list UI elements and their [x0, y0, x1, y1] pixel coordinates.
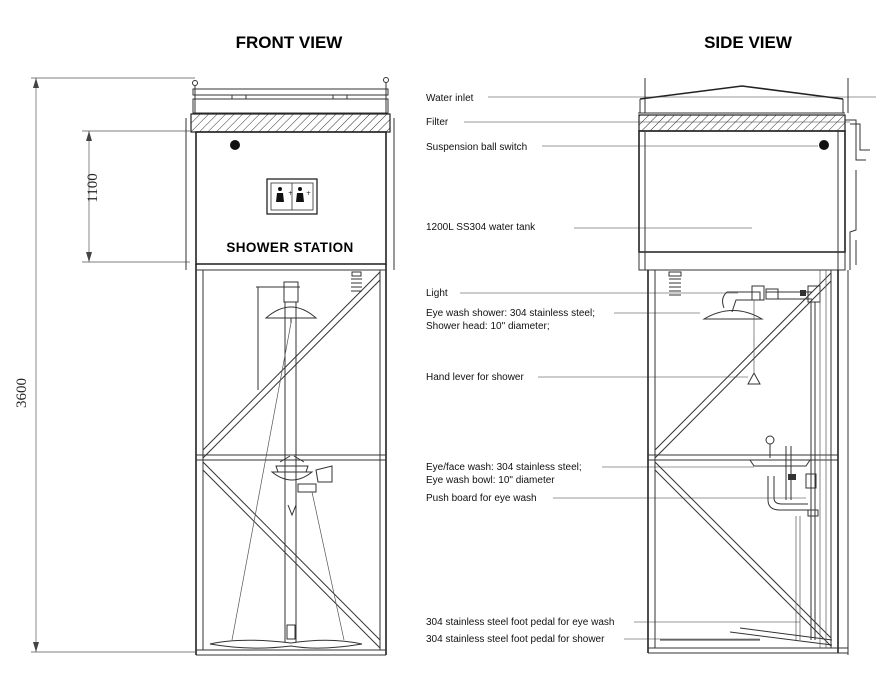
svg-text:Filter: Filter — [426, 117, 449, 128]
side-filter — [638, 114, 846, 132]
front-eyewash — [270, 455, 345, 641]
callout-eye-face-wash: Eye/face wash: 304 stainless steel; Eye … — [426, 462, 754, 486]
svg-text:304 stainless steel foot pedal: 304 stainless steel foot pedal for eye w… — [426, 617, 614, 628]
front-tank — [185, 118, 395, 270]
front-roof — [192, 77, 389, 114]
side-light — [668, 271, 682, 296]
side-view-title: SIDE VIEW — [704, 33, 793, 52]
callout-suspension-ball-switch: Suspension ball switch — [426, 142, 818, 153]
callout-push-board: Push board for eye wash — [426, 493, 806, 504]
svg-text:Push board for eye wash: Push board for eye wash — [426, 493, 537, 504]
svg-text:Eye wash shower: 304 stainless: Eye wash shower: 304 stainless steel; — [426, 308, 595, 319]
side-view — [638, 78, 870, 655]
shower-station-label: SHOWER STATION — [226, 240, 353, 255]
front-shower — [231, 281, 318, 642]
side-ball-switch — [819, 140, 829, 150]
side-tank — [638, 119, 870, 271]
front-light — [351, 271, 362, 292]
front-view-title: FRONT VIEW — [236, 33, 344, 52]
side-frame — [647, 270, 849, 655]
front-filter — [190, 113, 391, 133]
svg-text:Eye wash bowl: 10" diameter: Eye wash bowl: 10" diameter — [426, 475, 555, 486]
callouts: Water inlet Filter Suspension ball switc… — [426, 93, 876, 645]
svg-text:Suspension ball switch: Suspension ball switch — [426, 142, 527, 153]
svg-text:+: + — [288, 190, 293, 197]
safety-sign: + + — [266, 178, 318, 215]
svg-text:Shower head: 10" diameter;: Shower head: 10" diameter; — [426, 321, 550, 332]
callout-light: Light — [426, 288, 738, 299]
front-pedals — [209, 624, 363, 649]
side-door-lines — [819, 270, 827, 648]
callout-hand-lever: Hand lever for shower — [426, 372, 748, 383]
svg-text:Hand lever for shower: Hand lever for shower — [426, 372, 524, 383]
svg-text:+: + — [306, 190, 311, 197]
svg-text:Water inlet: Water inlet — [426, 93, 474, 104]
callout-water-tank: 1200L SS304 water tank — [426, 222, 752, 233]
dimension-total-label: 3600 — [14, 378, 30, 408]
side-pedals — [660, 627, 833, 646]
ball-switch-indicator — [230, 140, 240, 150]
svg-text:1200L SS304 water tank: 1200L SS304 water tank — [426, 222, 536, 233]
callout-eye-wash-shower: Eye wash shower: 304 stainless steel; Sh… — [426, 308, 700, 332]
side-roof — [638, 78, 849, 114]
dimension-tank-label: 1100 — [85, 173, 101, 202]
side-shower — [702, 285, 821, 640]
dimension-tank: 1100 — [82, 130, 190, 263]
front-view: 3600 1100 — [14, 77, 395, 656]
svg-text:Eye/face wash: 304 stainless s: Eye/face wash: 304 stainless steel; — [426, 462, 582, 473]
callout-filter: Filter — [426, 117, 850, 128]
dimension-total: 3600 — [14, 77, 195, 653]
callout-water-inlet: Water inlet — [426, 93, 876, 104]
side-eyewash — [749, 435, 819, 640]
front-frame — [195, 264, 387, 656]
svg-text:Light: Light — [426, 288, 448, 299]
svg-text:304 stainless steel foot pedal: 304 stainless steel foot pedal for showe… — [426, 634, 605, 645]
callout-foot-pedal-eye-wash: 304 stainless steel foot pedal for eye w… — [426, 617, 800, 628]
callout-foot-pedal-shower: 304 stainless steel foot pedal for showe… — [426, 634, 760, 645]
